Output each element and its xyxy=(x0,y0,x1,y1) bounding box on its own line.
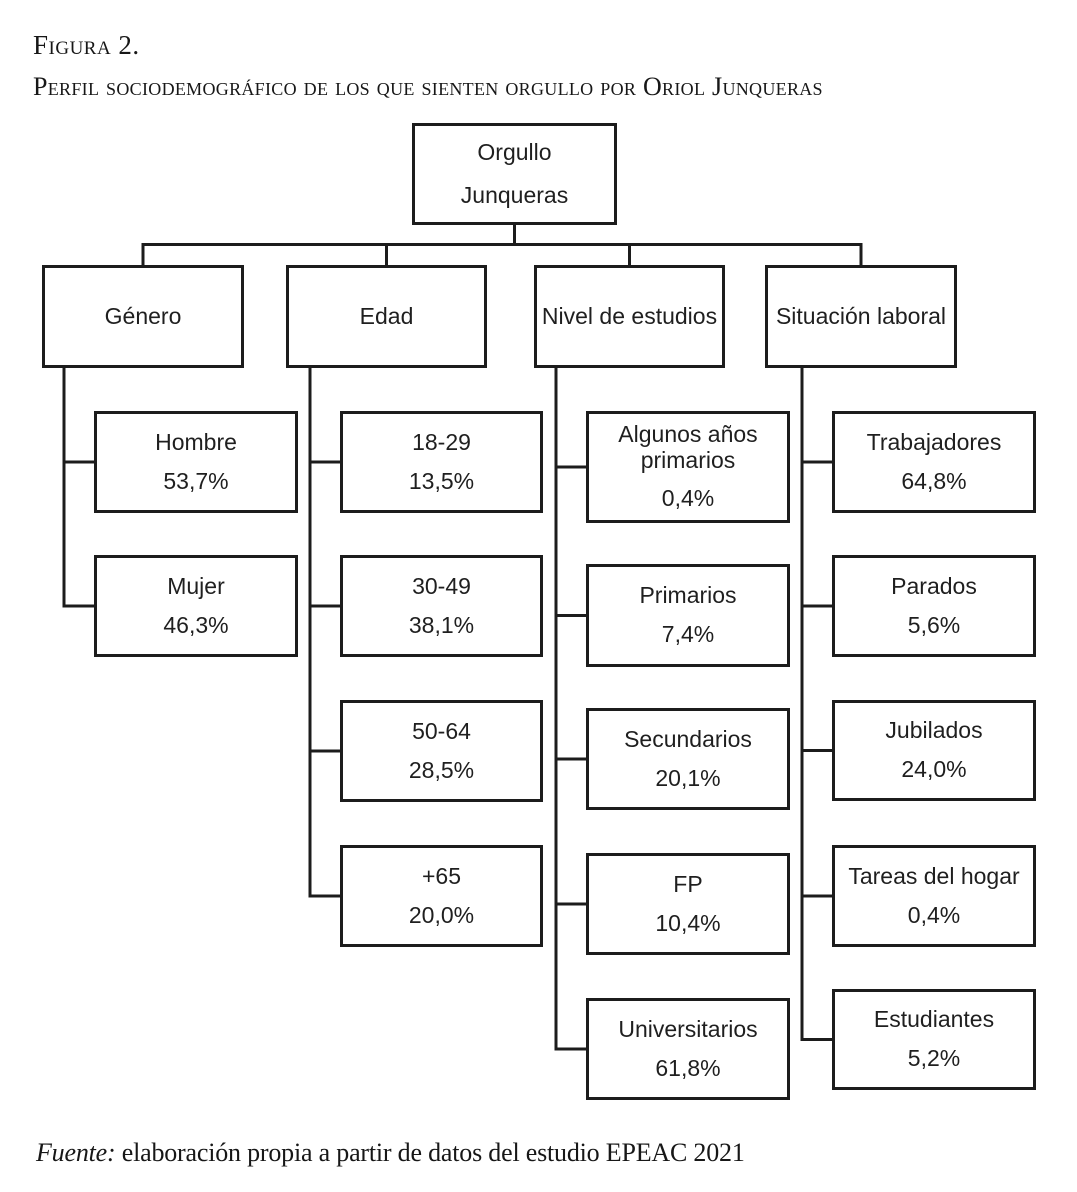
node-label: 30-49 xyxy=(412,572,471,599)
node-value: 53,7% xyxy=(163,467,229,494)
node-value: 46,3% xyxy=(163,611,229,638)
node-value: 61,8% xyxy=(655,1054,721,1081)
node-label: Tareas del hogar xyxy=(848,862,1020,889)
node-label: Estudiantes xyxy=(873,1006,995,1033)
node-label: Secundarios xyxy=(624,725,752,752)
node-value: 20,1% xyxy=(655,764,721,791)
node-label: 50-64 xyxy=(412,717,471,744)
node-fp: FP 10,4% xyxy=(586,853,790,955)
node-value: 13,5% xyxy=(408,467,475,494)
node-label: Edad xyxy=(359,302,414,329)
node-label: FP xyxy=(673,870,703,897)
node-30-49: 30-49 38,1% xyxy=(340,555,543,657)
node-edad: Edad xyxy=(286,265,487,368)
node-label: Orgullo xyxy=(477,138,552,165)
node-algunos-anos-primarios: Algunos años primarios 0,4% xyxy=(586,411,790,523)
node-value: 10,4% xyxy=(655,909,721,936)
node-value: 0,4% xyxy=(661,485,715,512)
node-label: Trabajadores xyxy=(866,428,1002,455)
node-value: 28,5% xyxy=(408,756,475,783)
node-label: Primarios xyxy=(639,582,737,609)
node-label: Mujer xyxy=(167,572,225,599)
node-nivel-de-estudios: Nivel de estudios xyxy=(534,265,725,368)
node-situacion-laboral: Situación laboral xyxy=(765,265,957,368)
node-label: Parados xyxy=(891,572,977,599)
node-tareas-del-hogar: Tareas del hogar 0,4% xyxy=(832,845,1036,947)
node-jubilados: Jubilados 24,0% xyxy=(832,700,1036,801)
node-value: 5,6% xyxy=(907,611,961,638)
node-label: Universitarios xyxy=(618,1015,758,1042)
figure-source: Fuente: elaboración propia a partir de d… xyxy=(36,1138,745,1168)
node-label: Algunos años primarios xyxy=(618,420,758,473)
figure-number: Figura 2. xyxy=(33,30,140,60)
node-universitarios: Universitarios 61,8% xyxy=(586,998,790,1100)
node-value: 0,4% xyxy=(907,901,961,928)
node-value: 64,8% xyxy=(901,467,967,494)
node-trabajadores: Trabajadores 64,8% xyxy=(832,411,1036,513)
node-mujer: Mujer 46,3% xyxy=(94,555,298,657)
node-value: 20,0% xyxy=(408,901,475,928)
node-label: Junqueras xyxy=(460,181,569,208)
figure-title: Perfil sociodemográfico de los que sient… xyxy=(33,72,823,101)
node-genero: Género xyxy=(42,265,244,368)
source-prefix: Fuente: xyxy=(36,1138,116,1167)
node-hombre: Hombre 53,7% xyxy=(94,411,298,513)
node-primarios: Primarios 7,4% xyxy=(586,564,790,667)
node-estudiantes: Estudiantes 5,2% xyxy=(832,989,1036,1090)
node-50-64: 50-64 28,5% xyxy=(340,700,543,802)
node-label: Hombre xyxy=(155,428,237,455)
node-parados: Parados 5,6% xyxy=(832,555,1036,657)
node-value: 38,1% xyxy=(408,611,475,638)
node-value: 5,2% xyxy=(907,1045,961,1071)
node-label: Situación laboral xyxy=(775,302,947,329)
node-label: 18-29 xyxy=(412,428,471,455)
node-secundarios: Secundarios 20,1% xyxy=(586,708,790,810)
node-label: +65 xyxy=(421,862,461,889)
node-value: 7,4% xyxy=(661,621,715,647)
node-label: Nivel de estudios xyxy=(541,302,718,329)
node-root: Orgullo Junqueras xyxy=(412,123,617,225)
node-65-plus: +65 20,0% xyxy=(340,845,543,947)
source-text: elaboración propia a partir de datos del… xyxy=(115,1138,745,1167)
node-label: Jubilados xyxy=(885,717,983,744)
node-18-29: 18-29 13,5% xyxy=(340,411,543,513)
node-value: 24,0% xyxy=(901,756,967,782)
node-label: Género xyxy=(104,302,182,329)
